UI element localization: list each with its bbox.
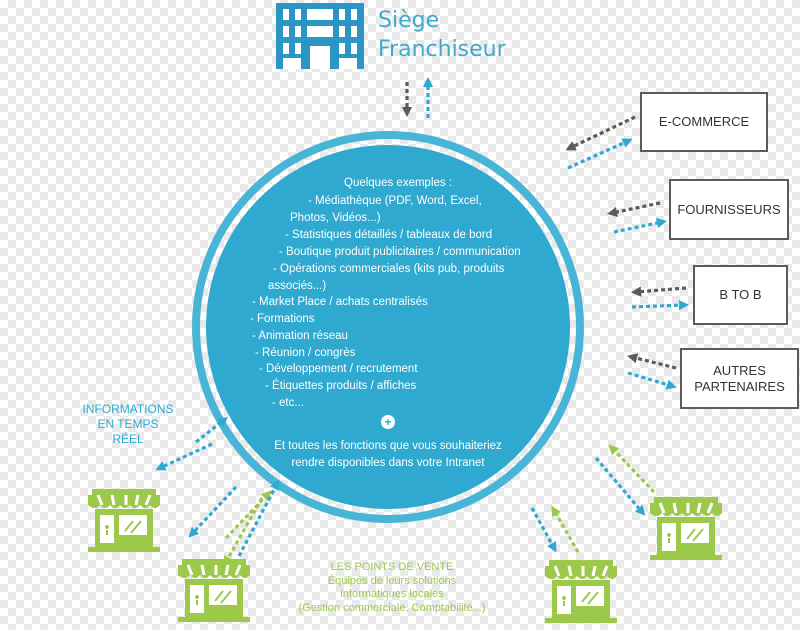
pos-line2: informatiques locales <box>340 588 444 600</box>
arrow-fournisseurs-in <box>606 201 661 217</box>
circle-line: - Animation réseau <box>252 330 348 342</box>
circle-line: - Boutique produit publicitaires / commu… <box>279 246 521 258</box>
arrow-info-in <box>195 416 229 444</box>
partner-label: FOURNISSEURS <box>677 201 781 217</box>
partner-box-btob: B TO B <box>693 265 788 325</box>
info-line2: EN TEMPS <box>97 417 159 431</box>
arrow-store3-green <box>551 505 580 553</box>
arrow-ecommerce-out <box>567 138 633 170</box>
circle-line: associés...) <box>268 280 327 292</box>
arrow-autres-in <box>627 353 677 370</box>
store-icon <box>648 495 724 562</box>
arrow-btob-in <box>630 286 687 297</box>
central-circle <box>206 145 570 509</box>
arrow-fournisseurs-out <box>613 218 668 234</box>
info-line1: INFORMATIONS <box>82 402 174 416</box>
circle-line: - Opérations commerciales (kits pub, pro… <box>273 263 505 275</box>
points-of-sale-text: LES POINTS DE VENTE Équipés de leurs sol… <box>280 561 504 615</box>
store-icon <box>543 558 619 625</box>
arrow-store3-blue <box>530 507 557 553</box>
hq-title-line2: Franchiseur <box>378 37 506 62</box>
store-icon <box>86 487 162 554</box>
circle-line: - Réunion / congrès <box>255 347 356 359</box>
hq-title: Siège Franchiseur <box>378 6 578 64</box>
circle-line-intro: Quelques exemples : <box>344 177 453 189</box>
plus-badge: + <box>381 415 395 429</box>
circle-line: - Market Place / achats centralisés <box>252 296 428 308</box>
pos-line3: (Gestion commerciale, Comptabilité...) <box>298 601 486 614</box>
circle-line: - Formations <box>250 313 315 325</box>
arrow-ecommerce-in <box>565 115 636 151</box>
circle-line: - Statistiques détaillés / tableaux de b… <box>285 229 493 241</box>
arrow-store1-blue <box>188 485 238 538</box>
circle-closing-text: Et toutes les fonctions que vous souhait… <box>274 440 502 469</box>
hq-title-line1: Siège <box>378 8 440 33</box>
partner-box-fournisseurs: FOURNISSEURS <box>669 179 789 240</box>
arrow-info-out <box>155 442 213 471</box>
arrow-store4-blue <box>594 456 646 516</box>
arrow-store2-blue <box>237 479 280 557</box>
arrow-btob-out <box>631 300 690 311</box>
pos-title: LES POINTS DE VENTE <box>330 561 454 573</box>
circle-line: - Développement / recrutement <box>259 363 418 375</box>
building-windows <box>283 9 357 69</box>
arrow-store2-green <box>223 497 264 567</box>
circle-line: - Médiathèque (PDF, Word, Excel, <box>308 195 482 207</box>
central-circle-outer <box>192 131 584 523</box>
partner-label: B TO B <box>719 287 762 302</box>
info-realtime-label: INFORMATIONS EN TEMPS RÉEL <box>72 402 184 447</box>
info-line3: RÉEL <box>112 432 144 446</box>
partner-box-ecommerce: E-COMMERCE <box>640 92 768 152</box>
store-icon <box>176 557 252 624</box>
arrow-store4-green <box>608 444 656 494</box>
partner-box-autres: AUTRES PARTENAIRES <box>680 348 799 409</box>
arrow-autres-out <box>627 371 677 390</box>
circle-line: - etc... <box>272 397 304 409</box>
circle-line: Photos, Vidéos...) <box>290 212 381 224</box>
partner-label: AUTRES PARTENAIRES <box>694 362 785 394</box>
pos-line1: Équipés de leurs solutions <box>327 574 457 587</box>
circle-line: - Étiquettes produits / affiches <box>265 380 417 392</box>
partner-label: E-COMMERCE <box>658 114 750 129</box>
